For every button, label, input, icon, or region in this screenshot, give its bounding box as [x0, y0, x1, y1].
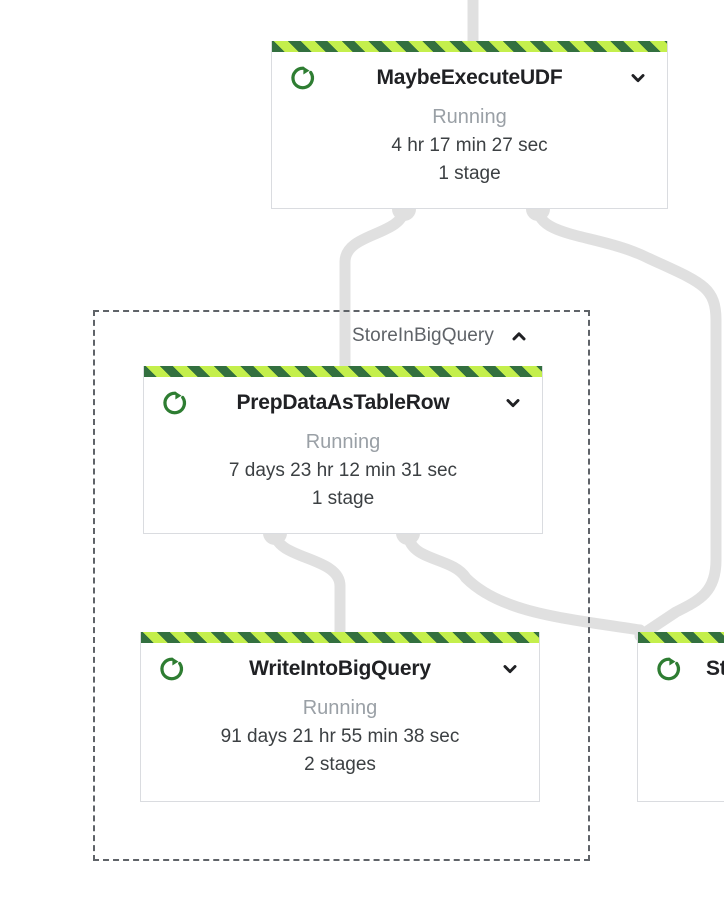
node-clipped-right[interactable]: St: [637, 632, 724, 802]
group-label-text: StoreInBigQuery: [352, 325, 494, 346]
chevron-down-icon[interactable]: [499, 658, 521, 680]
node-stages-text: 2 stages: [304, 754, 376, 775]
running-refresh-icon: [288, 63, 318, 93]
chevron-down-icon[interactable]: [502, 392, 524, 414]
node-title-row[interactable]: St: [638, 647, 724, 691]
node-duration-text: 4 hr 17 min 27 sec: [391, 135, 548, 156]
node-status-stripe: [272, 41, 667, 52]
running-refresh-icon: [160, 388, 190, 418]
node-status-text: Running: [302, 697, 378, 719]
node-title-row[interactable]: PrepDataAsTableRow: [144, 381, 542, 425]
chevron-up-icon[interactable]: [508, 325, 530, 347]
node-stages-text: 1 stage: [438, 163, 501, 184]
node-title: St: [706, 657, 724, 680]
node-maybe-execute-udf[interactable]: MaybeExecuteUDF Running 4 hr 17 min 27 s…: [271, 41, 668, 209]
node-write-into-bigquery[interactable]: WriteIntoBigQuery Running 91 days 21 hr …: [140, 632, 540, 802]
group-store-in-bigquery[interactable]: [93, 310, 590, 861]
node-status-stripe: [144, 366, 542, 377]
group-header[interactable]: StoreInBigQuery: [352, 325, 530, 347]
node-status-text: Running: [305, 431, 381, 453]
node-status-text: Running: [432, 106, 507, 128]
node-title: MaybeExecuteUDF: [376, 66, 563, 89]
node-status-stripe: [141, 632, 539, 643]
chevron-down-icon[interactable]: [627, 67, 649, 89]
node-title-row[interactable]: WriteIntoBigQuery: [141, 647, 539, 691]
node-title-row[interactable]: MaybeExecuteUDF: [272, 56, 667, 100]
node-duration-text: 7 days 23 hr 12 min 31 sec: [228, 460, 458, 481]
running-refresh-icon: [654, 654, 684, 684]
node-status-stripe: [638, 632, 724, 643]
running-refresh-icon: [157, 654, 187, 684]
node-duration-text: 91 days 21 hr 55 min 38 sec: [220, 726, 460, 747]
node-prep-data-as-table-row[interactable]: PrepDataAsTableRow Running 7 days 23 hr …: [143, 366, 543, 534]
node-title: PrepDataAsTableRow: [236, 391, 450, 414]
node-title: WriteIntoBigQuery: [249, 657, 431, 680]
node-stages-text: 1 stage: [311, 488, 375, 509]
